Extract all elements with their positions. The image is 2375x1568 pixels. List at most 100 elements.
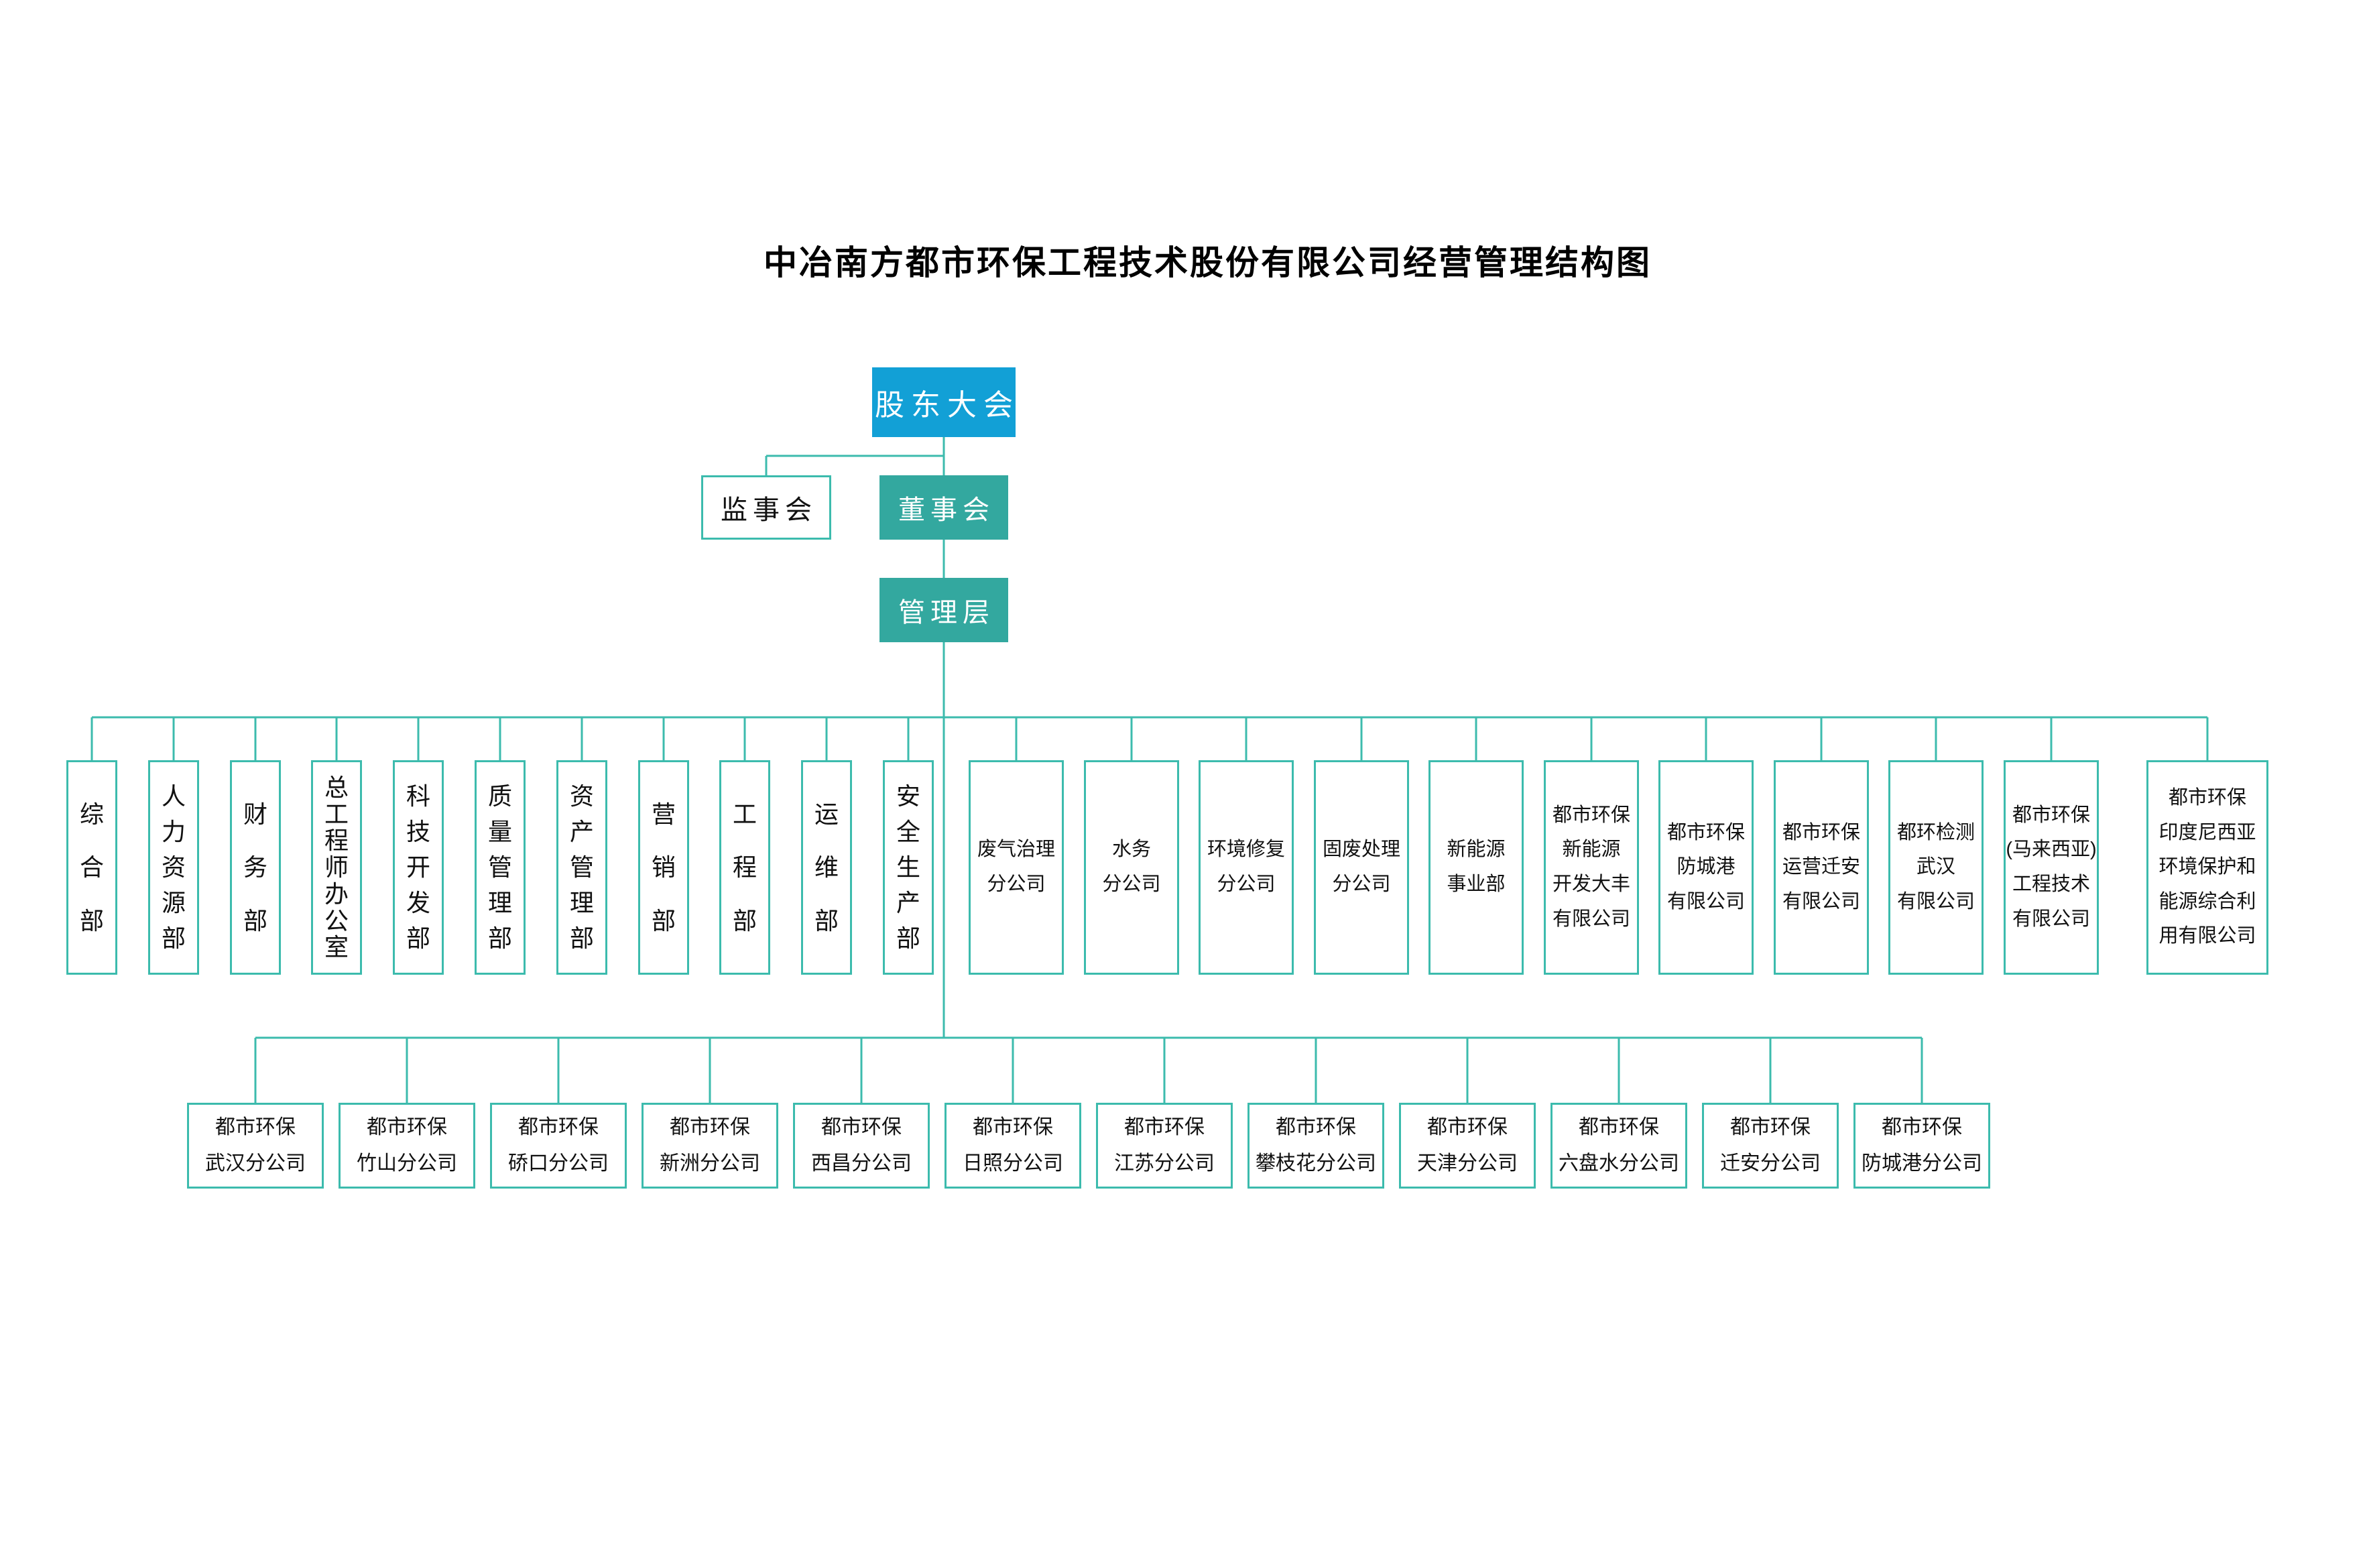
company-label-line: 事业部 (1447, 873, 1506, 895)
department-label-char: 理 (569, 889, 594, 916)
branch-label-line: 都市环保 (1730, 1116, 1811, 1138)
branch-label-line: 都市环保 (215, 1116, 296, 1138)
node-management-layer: 管理层 (879, 578, 1008, 642)
department-label-char: 管 (569, 853, 594, 881)
company-node: 固废处理分公司 (1314, 760, 1409, 975)
department-node: 综合部 (66, 760, 117, 975)
department-node: 总工程师办公室 (311, 760, 362, 975)
branch-node: 都市环保竹山分公司 (339, 1103, 475, 1189)
company-label-line: 印度尼西亚 (2158, 821, 2256, 843)
branch-label-line: 都市环保 (670, 1116, 750, 1138)
branch-label-line: 都市环保 (1276, 1116, 1356, 1138)
department-label-char: 资 (569, 782, 594, 810)
branch-node: 都市环保江苏分公司 (1096, 1103, 1233, 1189)
company-label-line: 都市环保 (1782, 821, 1860, 843)
department-label-char: 部 (406, 924, 430, 952)
department-label-char: 财 (243, 800, 267, 828)
department-node: 运维部 (801, 760, 852, 975)
department-label-char: 质 (487, 782, 512, 810)
company-label-line: 有限公司 (1896, 890, 1975, 912)
company-label-line: 新能源 (1562, 839, 1621, 861)
company-node: 都市环保(马来西亚)工程技术有限公司 (2004, 760, 2099, 975)
company-label-line: 能源综合利 (2158, 890, 2256, 912)
company-label-line: 分公司 (1217, 873, 1276, 895)
department-label-char: 销 (651, 853, 676, 881)
department-label-char: 营 (651, 800, 676, 828)
company-label-line: 有限公司 (1552, 908, 1630, 930)
department-label-char: 程 (324, 827, 349, 855)
company-label-line: 防城港 (1677, 856, 1735, 878)
branch-label-line: 都市环保 (821, 1116, 902, 1138)
department-label-char: 程 (732, 853, 757, 881)
branch-label-line: 都市环保 (1124, 1116, 1205, 1138)
branch-label-line: 六盘水分公司 (1559, 1152, 1679, 1174)
company-node: 环境修复分公司 (1199, 760, 1294, 975)
company-label-line: 用有限公司 (2158, 925, 2256, 947)
department-label-char: 理 (487, 889, 512, 916)
department-label-char: 工 (324, 800, 349, 828)
company-label-line: 都环检测 (1896, 821, 1975, 843)
department-label-char: 合 (79, 853, 104, 881)
branch-node: 都市环保日照分公司 (945, 1103, 1081, 1189)
chart-title: 中冶南方都市环保工程技术股份有限公司经营管理结构图 (764, 244, 1652, 282)
company-label-line: 分公司 (987, 873, 1046, 895)
department-node: 质量管理部 (475, 760, 526, 975)
company-label-line: 新能源 (1447, 839, 1506, 861)
company-label-line: 环境保护和 (2158, 856, 2256, 878)
department-label-char: 总 (324, 773, 349, 801)
branch-label-line: 都市环保 (973, 1116, 1053, 1138)
department-label-char: 部 (896, 924, 920, 952)
company-node: 都市环保防城港有限公司 (1658, 760, 1754, 975)
department-label-char: 部 (814, 906, 839, 934)
company-label-line: 都市环保 (2012, 804, 2090, 826)
company-label-line: 工程技术 (2012, 873, 2090, 895)
department-label-char: 部 (79, 906, 104, 934)
branch-label-line: 都市环保 (1882, 1116, 1962, 1138)
company-node: 都市环保运营迁安有限公司 (1774, 760, 1869, 975)
department-node: 安全生产部 (883, 760, 934, 975)
company-label-line: 都市环保 (2168, 786, 2246, 808)
branch-node: 都市环保攀枝花分公司 (1247, 1103, 1384, 1189)
branch-node: 都市环保西昌分公司 (793, 1103, 930, 1189)
department-label-char: 量 (487, 818, 512, 845)
company-node: 都市环保印度尼西亚环境保护和能源综合利用有限公司 (2146, 760, 2268, 975)
branch-label-line: 竹山分公司 (357, 1152, 457, 1174)
department-label-char: 力 (161, 818, 186, 845)
branch-label-line: 攀枝花分公司 (1256, 1152, 1376, 1174)
branch-label-line: 江苏分公司 (1114, 1152, 1215, 1174)
company-label-line: 武汉 (1916, 856, 1955, 878)
node-supervisory-board: 监事会 (701, 475, 831, 540)
department-label-char: 工 (732, 800, 757, 828)
branch-label-line: 新洲分公司 (660, 1152, 760, 1174)
department-label-char: 技 (406, 818, 430, 845)
branch-node: 都市环保天津分公司 (1399, 1103, 1536, 1189)
department-node: 工程部 (719, 760, 770, 975)
department-label-char: 全 (896, 818, 920, 845)
department-node: 科技开发部 (393, 760, 444, 975)
department-label-char: 开 (406, 853, 430, 881)
company-label-line: 有限公司 (1666, 890, 1745, 912)
department-label-char: 室 (324, 933, 349, 961)
company-label-line: (马来西亚) (2006, 839, 2097, 861)
department-label-char: 产 (569, 818, 594, 845)
branch-node: 都市环保武汉分公司 (187, 1103, 324, 1189)
department-node: 资产管理部 (556, 760, 607, 975)
department-label-char: 管 (487, 853, 512, 881)
department-node: 营销部 (638, 760, 689, 975)
branch-label-line: 西昌分公司 (811, 1152, 912, 1174)
department-node: 财务部 (230, 760, 281, 975)
node-board-of-directors: 董事会 (879, 475, 1008, 540)
company-label-line: 分公司 (1102, 873, 1161, 895)
company-label-line: 废气治理 (977, 839, 1055, 861)
department-label-char: 部 (243, 906, 267, 934)
branch-label-line: 都市环保 (518, 1116, 599, 1138)
department-node: 人力资源部 (148, 760, 199, 975)
company-label-line: 有限公司 (1782, 890, 1860, 912)
department-label-char: 公 (324, 906, 349, 934)
branch-label-line: 都市环保 (1427, 1116, 1508, 1138)
company-node: 新能源事业部 (1428, 760, 1524, 975)
department-label-char: 人 (161, 782, 186, 810)
branch-label-line: 都市环保 (367, 1116, 447, 1138)
